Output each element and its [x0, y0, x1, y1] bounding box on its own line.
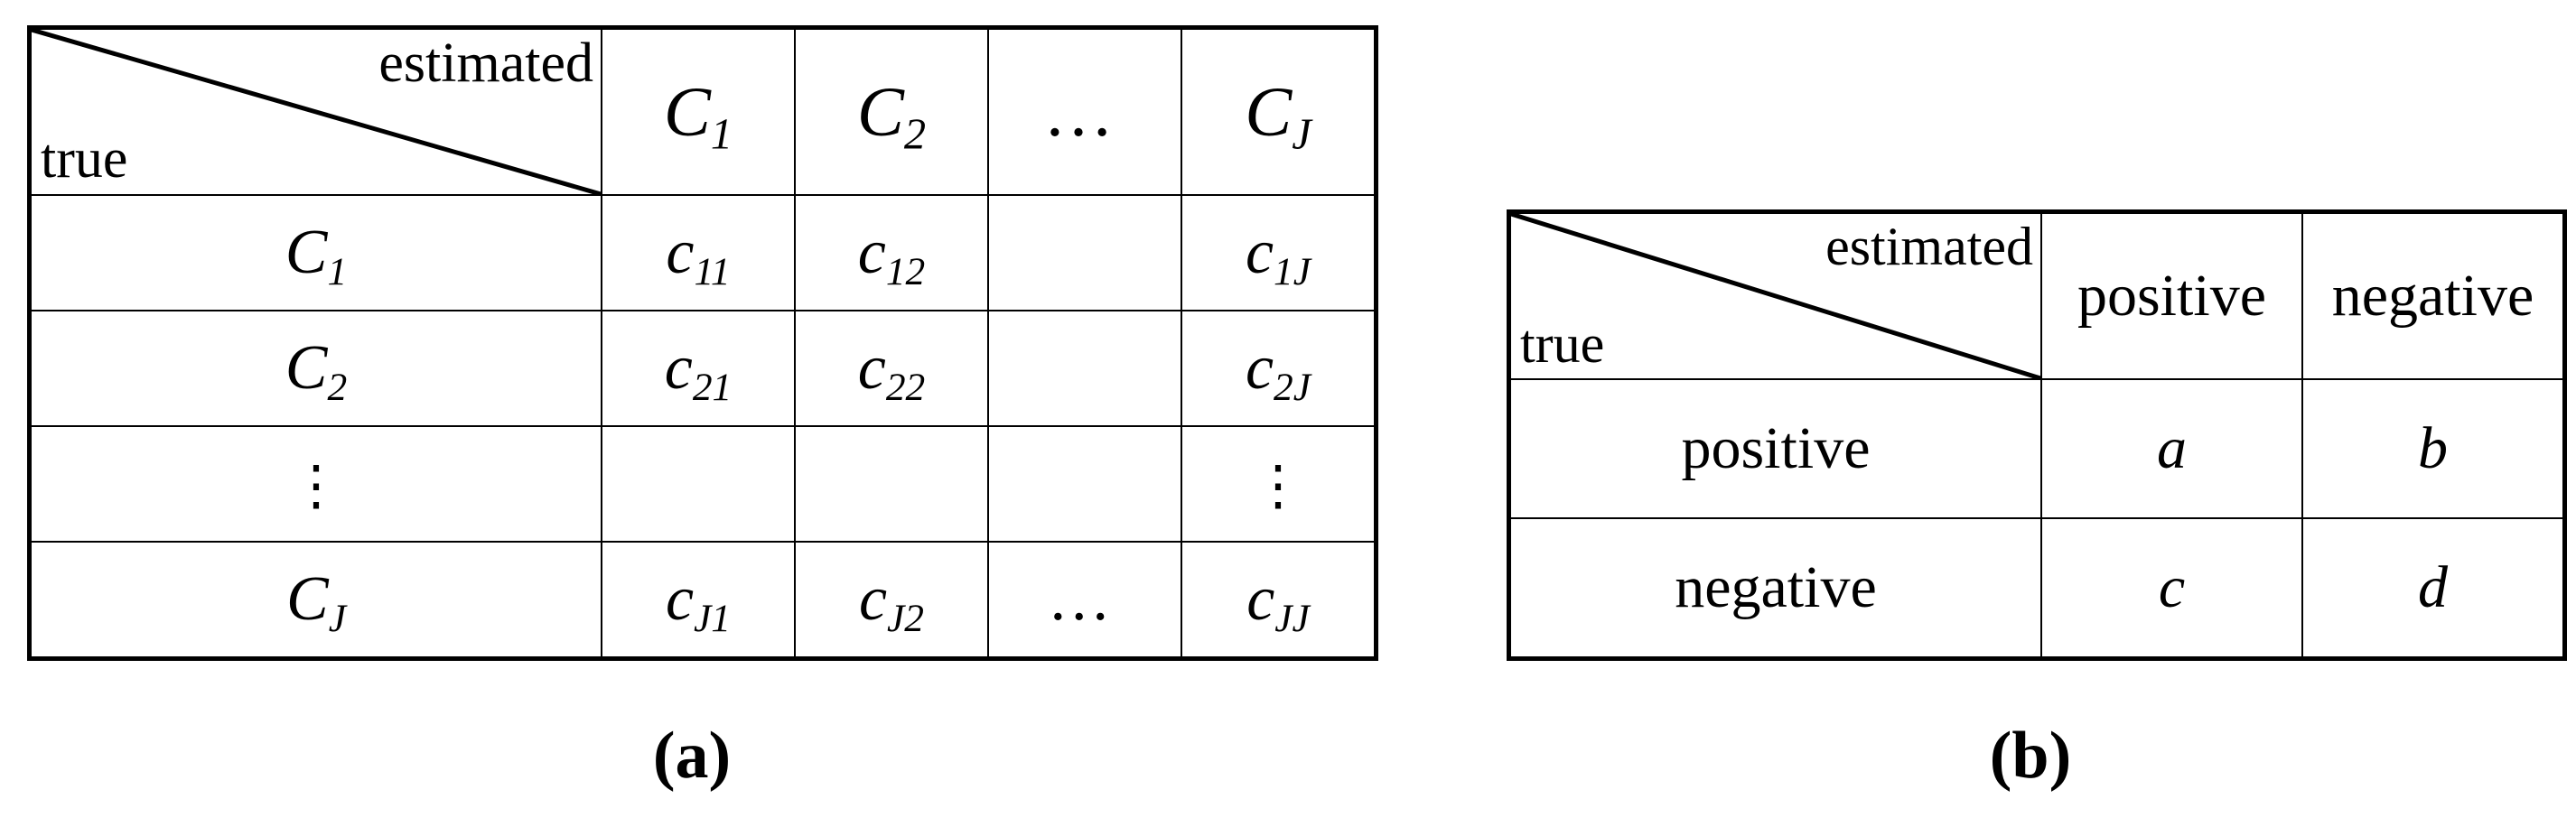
cell-a-r2c1: c21 [601, 310, 796, 427]
cell-a-r4c2: cJ2 [794, 541, 989, 659]
cell-a-r2c4: c2J [1181, 310, 1377, 427]
cell-a-r4c3-ellipsis: … [987, 541, 1182, 659]
cell-b-r2c1: c [2040, 517, 2303, 659]
cell-a-r4c1: cJ1 [601, 541, 796, 659]
col-header-a-2: C2 [794, 27, 989, 196]
table-row: C1 c11 c12 c1J [29, 194, 1377, 311]
col-header-a-ellipsis: … [987, 27, 1182, 196]
panel-b-confusion-matrix: estimated true positive negative positiv… [1507, 209, 2567, 661]
table-a-header-row: estimated true C1 C2 … CJ [29, 27, 1377, 196]
col-header-a-J: CJ [1181, 27, 1377, 196]
row-header-b-negative: negative [1508, 517, 2042, 659]
col-header-a-1: C1 [601, 27, 796, 196]
cell-a-r2c2: c22 [794, 310, 989, 427]
panel-b-caption: (b) [1989, 719, 2072, 793]
corner-true-label-b: true [1520, 314, 1605, 374]
panel-a-confusion-matrix: estimated true C1 C2 … CJ [27, 25, 1378, 661]
cell-a-r1c1: c11 [601, 194, 796, 311]
col-header-b-negative: negative [2301, 211, 2565, 380]
table-row: negative c d [1508, 517, 2565, 659]
cell-a-r1c3 [987, 194, 1182, 311]
table-row: ⋮ ⋮ [29, 425, 1377, 543]
corner-true-label-a: true [41, 128, 128, 190]
corner-cell-a: estimated true [29, 27, 602, 196]
corner-estimated-label-b: estimated [1825, 217, 2033, 276]
table-b-header-row: estimated true positive negative [1508, 211, 2565, 380]
cell-a-r1c2: c12 [794, 194, 989, 311]
cell-a-r4c4: cJJ [1181, 541, 1377, 659]
panel-a-caption: (a) [652, 719, 732, 793]
cell-a-r3c1 [601, 425, 796, 543]
col-header-b-positive: positive [2040, 211, 2303, 380]
confusion-matrix-table-a: estimated true C1 C2 … CJ [27, 25, 1378, 661]
row-header-a-2: C2 [29, 310, 602, 427]
corner-cell-b: estimated true [1508, 211, 2042, 380]
cell-a-r3c4-vdots: ⋮ [1181, 425, 1377, 543]
cell-a-r3c3 [987, 425, 1182, 543]
row-header-a-vdots: ⋮ [29, 425, 602, 543]
cell-a-r1c4: c1J [1181, 194, 1377, 311]
row-header-b-positive: positive [1508, 378, 2042, 519]
diagonal-divider-icon [32, 30, 601, 194]
row-header-a-1: C1 [29, 194, 602, 311]
diagonal-divider-icon [1511, 214, 2040, 378]
cell-b-r1c1: a [2040, 378, 2303, 519]
corner-estimated-label-a: estimated [378, 33, 593, 94]
table-row: CJ cJ1 cJ2 … cJJ [29, 541, 1377, 659]
cell-a-r3c2 [794, 425, 989, 543]
table-row: C2 c21 c22 c2J [29, 310, 1377, 427]
confusion-matrix-table-b: estimated true positive negative positiv… [1507, 209, 2567, 661]
cell-b-r1c2: b [2301, 378, 2565, 519]
row-header-a-J: CJ [29, 541, 602, 659]
corner-inner-a: estimated true [32, 30, 601, 194]
cell-b-r2c2: d [2301, 517, 2565, 659]
corner-inner-b: estimated true [1511, 214, 2040, 378]
cell-a-r2c3 [987, 310, 1182, 427]
table-row: positive a b [1508, 378, 2565, 519]
